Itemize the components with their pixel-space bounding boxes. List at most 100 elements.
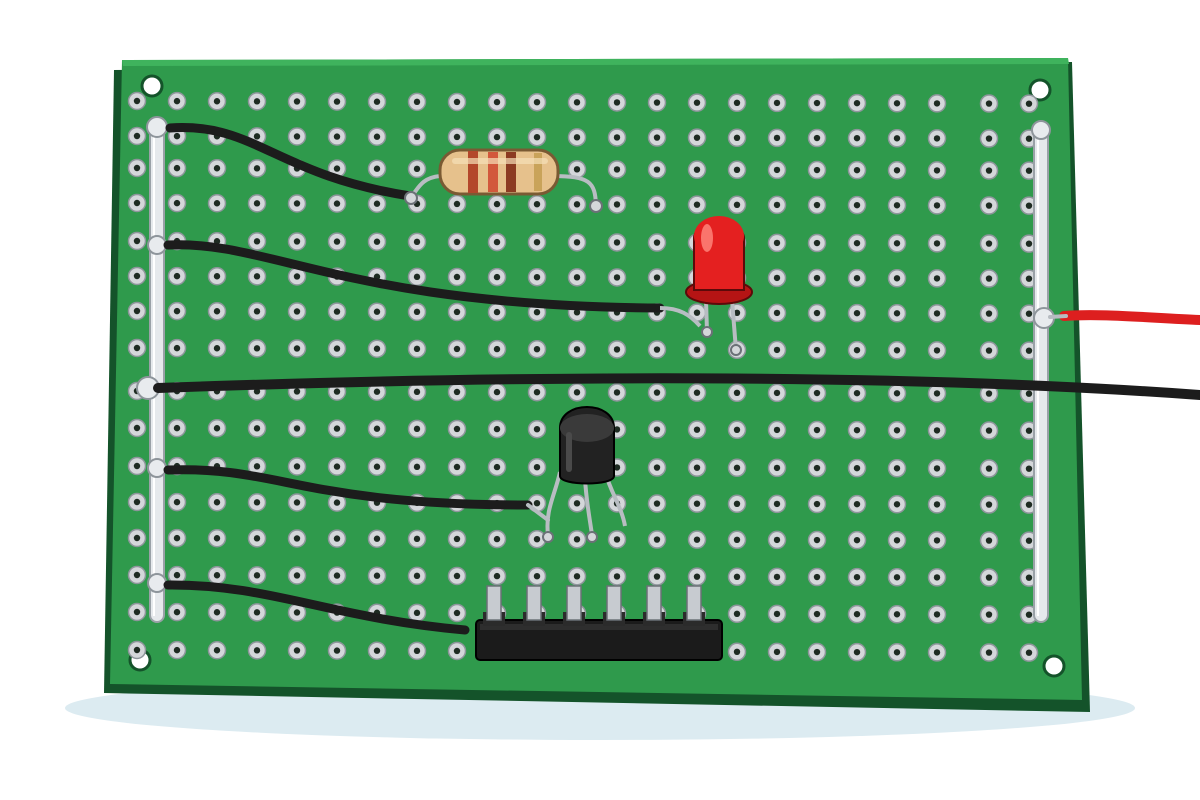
solder-pad	[407, 159, 427, 179]
left-bus-rail	[149, 121, 165, 623]
solder-pad	[979, 459, 999, 478]
solder-pad	[727, 494, 747, 514]
solder-pad	[207, 418, 227, 438]
solder-pad	[127, 418, 147, 438]
solder-pad	[727, 195, 747, 215]
solder-pad	[807, 160, 827, 180]
solder-pad	[647, 160, 667, 179]
solder-pad	[487, 127, 507, 147]
solder-pad	[979, 196, 999, 215]
solder-pad	[727, 420, 747, 440]
solder-pad	[487, 457, 507, 477]
solder-pad	[1019, 94, 1039, 113]
solder-pad	[367, 232, 387, 251]
solder-pad	[167, 528, 187, 548]
solder-pad	[407, 267, 427, 287]
solder-pad	[207, 338, 227, 358]
black-wire-main	[153, 373, 1200, 400]
solder-pad	[167, 602, 187, 622]
solder-pad	[487, 267, 507, 287]
solder-pad	[167, 418, 187, 438]
solder-pad	[647, 128, 667, 147]
solder-pad	[927, 531, 947, 550]
solder-pad	[447, 232, 467, 252]
solder-pad	[607, 128, 627, 147]
solder-pad	[287, 419, 307, 438]
solder-pad	[887, 94, 907, 113]
mounting-holes	[128, 74, 1066, 678]
solder-pad	[167, 492, 187, 512]
solder-pad	[327, 339, 347, 358]
solder-pad	[979, 269, 999, 288]
solder-pad	[327, 419, 347, 438]
solder-pad	[927, 421, 947, 440]
solder-pad	[247, 159, 267, 178]
solder-pad	[807, 494, 827, 514]
solder-pad	[767, 303, 787, 323]
solder-pad	[979, 568, 999, 587]
resistor-icon	[404, 148, 603, 213]
solder-pad	[247, 641, 267, 660]
solder-pad	[887, 161, 907, 180]
solder-pad	[407, 127, 427, 147]
solder-pad	[527, 566, 547, 586]
solder-pad	[607, 93, 627, 112]
solder-pad	[527, 457, 547, 477]
solder-pad	[407, 92, 427, 112]
solder-pad	[567, 494, 587, 513]
solder-pad	[567, 567, 587, 586]
solder-pad	[807, 530, 827, 550]
solder-pad	[527, 194, 547, 214]
solder-pad	[687, 383, 707, 402]
solder-pad	[487, 194, 507, 214]
solder-pad	[767, 128, 787, 148]
solder-pad	[407, 194, 427, 214]
solder-pad	[847, 340, 867, 360]
solder-pad	[327, 194, 347, 213]
solder-pad	[127, 640, 147, 660]
solder-pad	[127, 266, 147, 286]
black-wire-header	[163, 580, 470, 635]
solder-pad	[127, 528, 147, 548]
solder-pad	[767, 494, 787, 514]
solder-pad	[979, 161, 999, 180]
solder-pad	[527, 92, 547, 112]
header-pin	[603, 585, 625, 626]
solder-pad	[407, 232, 427, 252]
solder-pad	[767, 268, 787, 288]
solder-pad	[127, 193, 147, 213]
solder-pad	[887, 459, 907, 478]
solder-pad	[127, 565, 147, 585]
solder-pad	[327, 92, 347, 111]
solder-pad	[247, 194, 267, 213]
solder-pad	[927, 643, 947, 662]
solder-pad	[767, 93, 787, 113]
solder-pad	[247, 529, 267, 548]
solder-pad	[847, 233, 867, 253]
solder-pad	[727, 458, 747, 478]
header-pin	[483, 585, 505, 626]
red-wire	[1059, 310, 1200, 325]
solder-pad	[447, 382, 467, 402]
solder-pad	[979, 94, 999, 113]
black-wire-resistor	[165, 123, 415, 201]
solder-pad	[407, 382, 427, 402]
solder-pad	[887, 643, 907, 662]
solder-pad	[607, 567, 627, 586]
solder-pad	[167, 301, 187, 321]
solder-pad	[447, 302, 467, 322]
solder-pad	[887, 129, 907, 148]
solder-pad	[887, 495, 907, 514]
solder-pad	[127, 602, 147, 622]
solder-pad	[847, 303, 867, 323]
solder-pad	[367, 127, 387, 146]
solder-pad	[687, 340, 707, 359]
solder-pad	[367, 339, 387, 358]
solder-pad	[527, 127, 547, 147]
solder-pad	[207, 528, 227, 548]
solder-pad	[887, 568, 907, 587]
solder-pad	[407, 457, 427, 477]
solder-pad	[647, 530, 667, 549]
solder-pad	[727, 128, 747, 148]
solder-pad	[927, 495, 947, 514]
